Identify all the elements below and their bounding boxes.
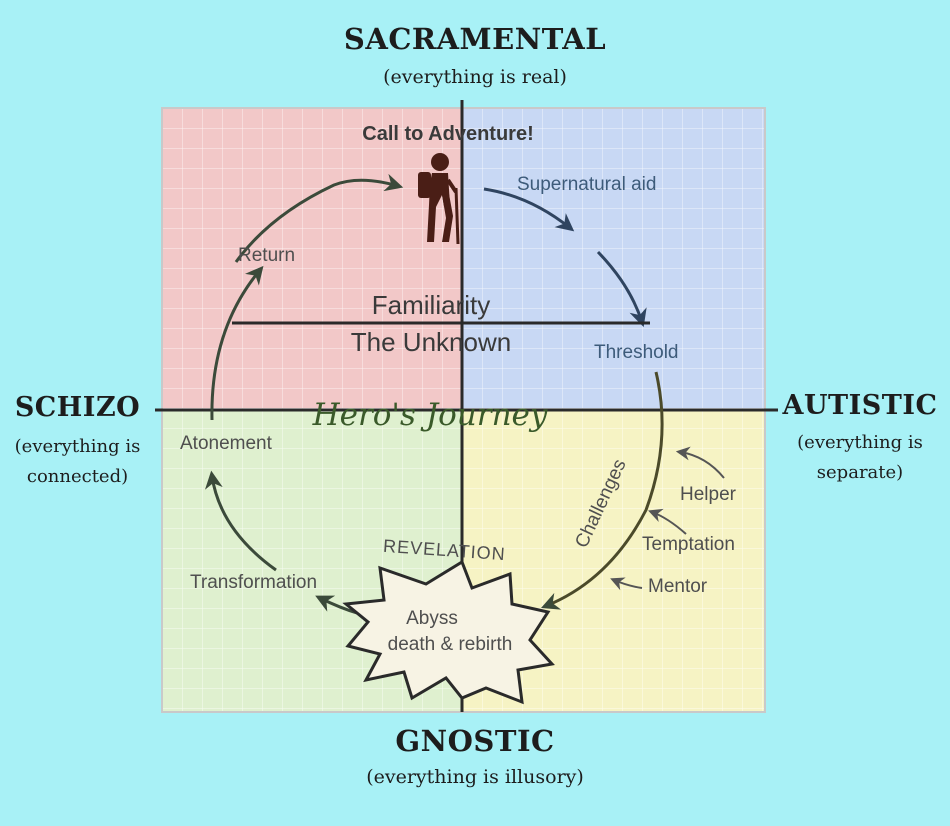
axis-bottom-subtitle: (everything is illusory) — [366, 766, 584, 788]
arrow-mentor — [610, 577, 643, 591]
label-return: Return — [238, 245, 295, 266]
arrow-helper — [675, 446, 725, 479]
axis-bottom-title: GNOSTIC — [395, 724, 555, 758]
label-heros-journey: Hero's Journey — [312, 397, 548, 433]
axis-top-title: SACRAMENTAL — [343, 22, 607, 56]
arrow-challenges-to-abyss — [540, 371, 664, 610]
axis-left-title: SCHIZO — [14, 392, 141, 423]
label-temptation: Temptation — [642, 534, 735, 555]
label-call-to-adventure: Call to Adventure! — [362, 123, 534, 145]
label-abyss: Abyss — [406, 608, 458, 629]
label-supernatural-aid: Supernatural aid — [517, 174, 656, 195]
arrow-call-to-aid — [483, 187, 575, 232]
label-atonement: Atonement — [180, 433, 273, 454]
label-familiarity: Familiarity — [372, 290, 490, 320]
arrow-temptation — [648, 508, 687, 535]
label-mentor: Mentor — [648, 576, 708, 597]
label-threshold: Threshold — [594, 342, 679, 363]
arrow-aid-to-threshold — [596, 250, 647, 328]
arrow-return-to-call — [234, 173, 404, 263]
label-the-unknown: The Unknown — [351, 327, 511, 357]
label-death-rebirth: death & rebirth — [388, 634, 513, 655]
arrow-atonement-to-return — [210, 265, 264, 421]
hiker-icon — [418, 153, 460, 245]
label-transformation: Transformation — [190, 572, 317, 593]
axis-right-subtitle: (everything is separate) — [797, 432, 923, 483]
axis-left-subtitle: (everything is connected) — [14, 436, 141, 487]
arrow-transformation-to-atonement — [204, 470, 277, 572]
abyss-starburst — [342, 559, 555, 705]
axis-top-subtitle: (everything is real) — [383, 66, 567, 88]
axis-right-title: AUTISTIC — [782, 390, 938, 421]
label-helper: Helper — [680, 484, 737, 505]
